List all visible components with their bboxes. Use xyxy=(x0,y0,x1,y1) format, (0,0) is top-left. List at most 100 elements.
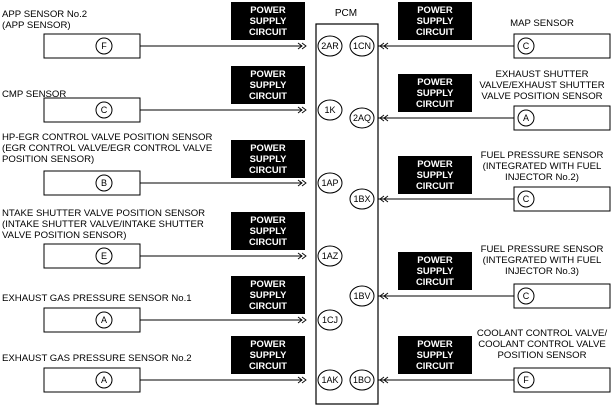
left-component-label: EXHAUST GAS PRESSURE SENSOR No.2 xyxy=(2,353,192,364)
terminal-circle xyxy=(95,37,113,55)
pcm-pin xyxy=(317,172,343,194)
power-supply-text: SUPPLY xyxy=(417,87,454,98)
power-supply-text: CIRCUIT xyxy=(249,26,287,37)
connector-chevron xyxy=(297,376,307,384)
pin-label: 1AK xyxy=(321,375,338,385)
power-supply-text: SUPPLY xyxy=(250,79,287,90)
pcm-pin xyxy=(317,35,343,57)
power-supply-text: CIRCUIT xyxy=(249,164,287,175)
connector-chevron xyxy=(297,316,307,324)
power-supply-text: CIRCUIT xyxy=(249,360,287,371)
power-supply-text: CIRCUIT xyxy=(416,180,454,191)
power-supply-text: POWER xyxy=(250,214,286,225)
terminal-circle xyxy=(95,174,113,192)
left-component-label: VALVE POSITION SENSOR) xyxy=(2,230,126,241)
right-component-label: INJECTOR No.2) xyxy=(505,172,579,183)
pin-label: 1CJ xyxy=(322,315,338,325)
pcm-box xyxy=(315,23,379,405)
power-supply-text: CIRCUIT xyxy=(249,236,287,247)
terminal-circle xyxy=(517,190,535,208)
terminal-letter: C xyxy=(523,41,530,51)
terminal-circle xyxy=(517,37,535,55)
left-component-label: POSITION SENSOR) xyxy=(2,154,94,165)
power-supply-text: SUPPLY xyxy=(250,153,287,164)
terminal-letter: E xyxy=(101,251,107,261)
connector-chevron xyxy=(379,114,389,122)
pcm-pin xyxy=(349,188,375,210)
terminal-circle xyxy=(517,287,535,305)
left-component-connector xyxy=(43,367,141,393)
pcm-pin xyxy=(317,309,343,331)
left-component-label: (INTAKE SHUTTER VALVE/INTAKE SHUTTER xyxy=(2,219,204,230)
pin-label: 2AQ xyxy=(353,113,371,123)
power-supply-block xyxy=(398,336,472,374)
power-supply-text: POWER xyxy=(417,338,453,349)
power-supply-text: SUPPLY xyxy=(250,349,287,360)
right-component-label: FUEL PRESSURE SENSOR xyxy=(481,150,604,161)
power-supply-block xyxy=(398,252,472,290)
left-component-connector xyxy=(43,307,141,333)
power-supply-text: SUPPLY xyxy=(417,349,454,360)
right-component-label: VALVE POSITION SENSOR xyxy=(481,91,602,102)
left-component-label: CMP SENSOR xyxy=(2,89,66,100)
pcm-pin xyxy=(317,369,343,391)
power-supply-text: POWER xyxy=(250,4,286,15)
left-component-connector xyxy=(43,170,141,196)
power-supply-text: CIRCUIT xyxy=(249,300,287,311)
terminal-circle xyxy=(95,101,113,119)
pin-label: 1CN xyxy=(353,41,371,51)
pcm-pin xyxy=(317,245,343,267)
connector-chevron xyxy=(297,179,307,187)
power-supply-block xyxy=(231,336,305,374)
power-supply-text: POWER xyxy=(417,4,453,15)
power-supply-block xyxy=(231,276,305,314)
power-supply-text: POWER xyxy=(417,254,453,265)
right-component-label: POSITION SENSOR xyxy=(497,350,586,361)
terminal-circle xyxy=(95,247,113,265)
right-component-label: COOLANT CONTROL VALVE xyxy=(478,339,606,350)
pcm-pin xyxy=(349,107,375,129)
connector-chevron xyxy=(379,42,389,50)
right-component-label: (INTEGRATED WITH FUEL xyxy=(483,255,602,266)
pcm-pin xyxy=(349,369,375,391)
pin-label: 1BO xyxy=(353,375,371,385)
pin-label: 1K xyxy=(324,105,335,115)
left-component-label: NTAKE SHUTTER VALVE POSITION SENSOR xyxy=(2,208,205,219)
pcm-title: PCM xyxy=(335,8,357,19)
left-component-connector xyxy=(43,243,141,269)
terminal-letter: C xyxy=(523,291,530,301)
power-supply-text: CIRCUIT xyxy=(416,276,454,287)
power-supply-text: CIRCUIT xyxy=(416,360,454,371)
power-supply-text: SUPPLY xyxy=(250,15,287,26)
power-supply-text: SUPPLY xyxy=(417,265,454,276)
connector-chevron xyxy=(379,195,389,203)
terminal-circle xyxy=(517,109,535,127)
power-supply-text: CIRCUIT xyxy=(416,26,454,37)
power-supply-text: POWER xyxy=(417,76,453,87)
power-supply-block xyxy=(231,140,305,178)
power-supply-text: SUPPLY xyxy=(417,15,454,26)
left-component-label: APP SENSOR No.2 xyxy=(2,9,87,20)
power-supply-text: POWER xyxy=(250,142,286,153)
connector-chevron xyxy=(379,376,389,384)
left-component-label: (APP SENSOR) xyxy=(2,20,71,31)
power-supply-text: POWER xyxy=(417,158,453,169)
terminal-letter: A xyxy=(523,113,529,123)
pcm-pin xyxy=(317,99,343,121)
power-supply-block xyxy=(231,66,305,104)
left-component-label: EXHAUST GAS PRESSURE SENSOR No.1 xyxy=(2,293,192,304)
left-component-label: (EGR CONTROL VALVE/EGR CONTROL VALVE xyxy=(2,143,212,154)
terminal-letter: F xyxy=(523,375,529,385)
terminal-circle xyxy=(95,371,113,389)
terminal-letter: C xyxy=(523,194,530,204)
pin-label: 1AP xyxy=(321,178,338,188)
power-supply-block xyxy=(398,74,472,112)
power-supply-block xyxy=(398,2,472,40)
right-component-label: INJECTOR No.3) xyxy=(505,266,579,277)
right-component-label: EXHAUST SHUTTER xyxy=(495,69,588,80)
power-supply-block xyxy=(231,212,305,250)
right-component-label: (INTEGRATED WITH FUEL xyxy=(483,161,602,172)
pcm-pin xyxy=(349,285,375,307)
pcm-pin xyxy=(349,35,375,57)
power-supply-text: POWER xyxy=(250,338,286,349)
